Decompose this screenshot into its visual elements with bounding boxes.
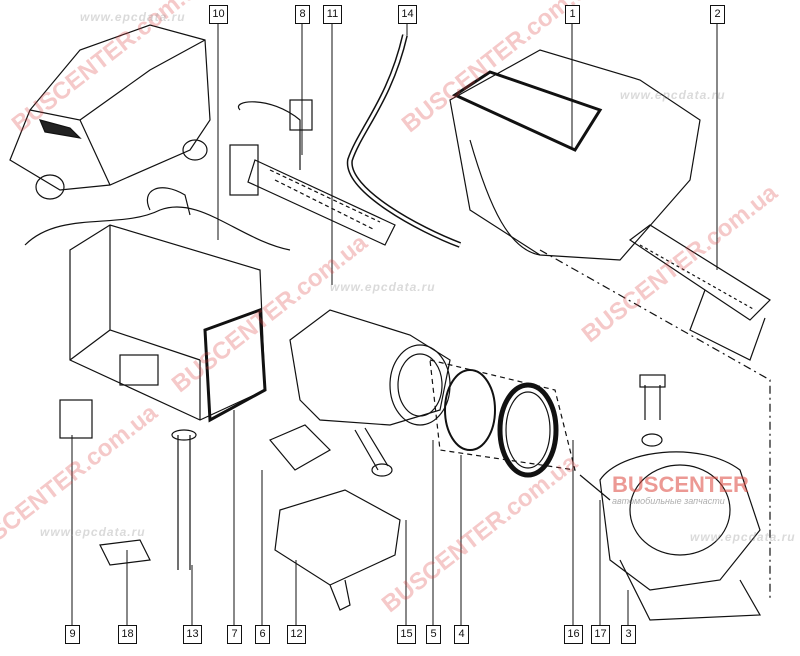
part-10 [69, 224, 266, 421]
part-1 [449, 49, 701, 261]
callout-9: 9 [65, 625, 80, 644]
callout-1: 1 [565, 5, 580, 24]
leader-lines [71, 23, 718, 625]
part-5 [289, 309, 451, 426]
callout-3: 3 [621, 625, 636, 644]
part-15 [354, 427, 389, 471]
callout-7: 7 [227, 625, 242, 644]
part-2 [628, 224, 771, 321]
callout-15: 15 [397, 625, 416, 644]
callout-12: 12 [287, 625, 306, 644]
callout-13: 13 [183, 625, 202, 644]
part-16 [644, 385, 661, 420]
callout-5: 5 [426, 625, 441, 644]
callout-2: 2 [710, 5, 725, 24]
callout-17: 17 [591, 625, 610, 644]
callout-16: 16 [564, 625, 583, 644]
part-9 [119, 354, 159, 386]
callout-6: 6 [255, 625, 270, 644]
callout-8: 8 [295, 5, 310, 24]
vehicle-illustration [9, 24, 211, 200]
callout-14: 14 [398, 5, 417, 24]
callout-4: 4 [454, 625, 469, 644]
part-14 [346, 34, 462, 248]
part-6 [269, 424, 331, 471]
wiring-harness [24, 206, 291, 251]
callout-11: 11 [323, 5, 342, 24]
callout-10: 10 [209, 5, 228, 24]
part-4 [444, 369, 496, 451]
part-3 [599, 451, 761, 591]
callout-18: 18 [118, 625, 137, 644]
part-12 [274, 489, 401, 586]
part-13 [177, 435, 191, 570]
part-8 [247, 159, 396, 246]
part-17 [641, 433, 663, 447]
part-18 [99, 539, 151, 566]
